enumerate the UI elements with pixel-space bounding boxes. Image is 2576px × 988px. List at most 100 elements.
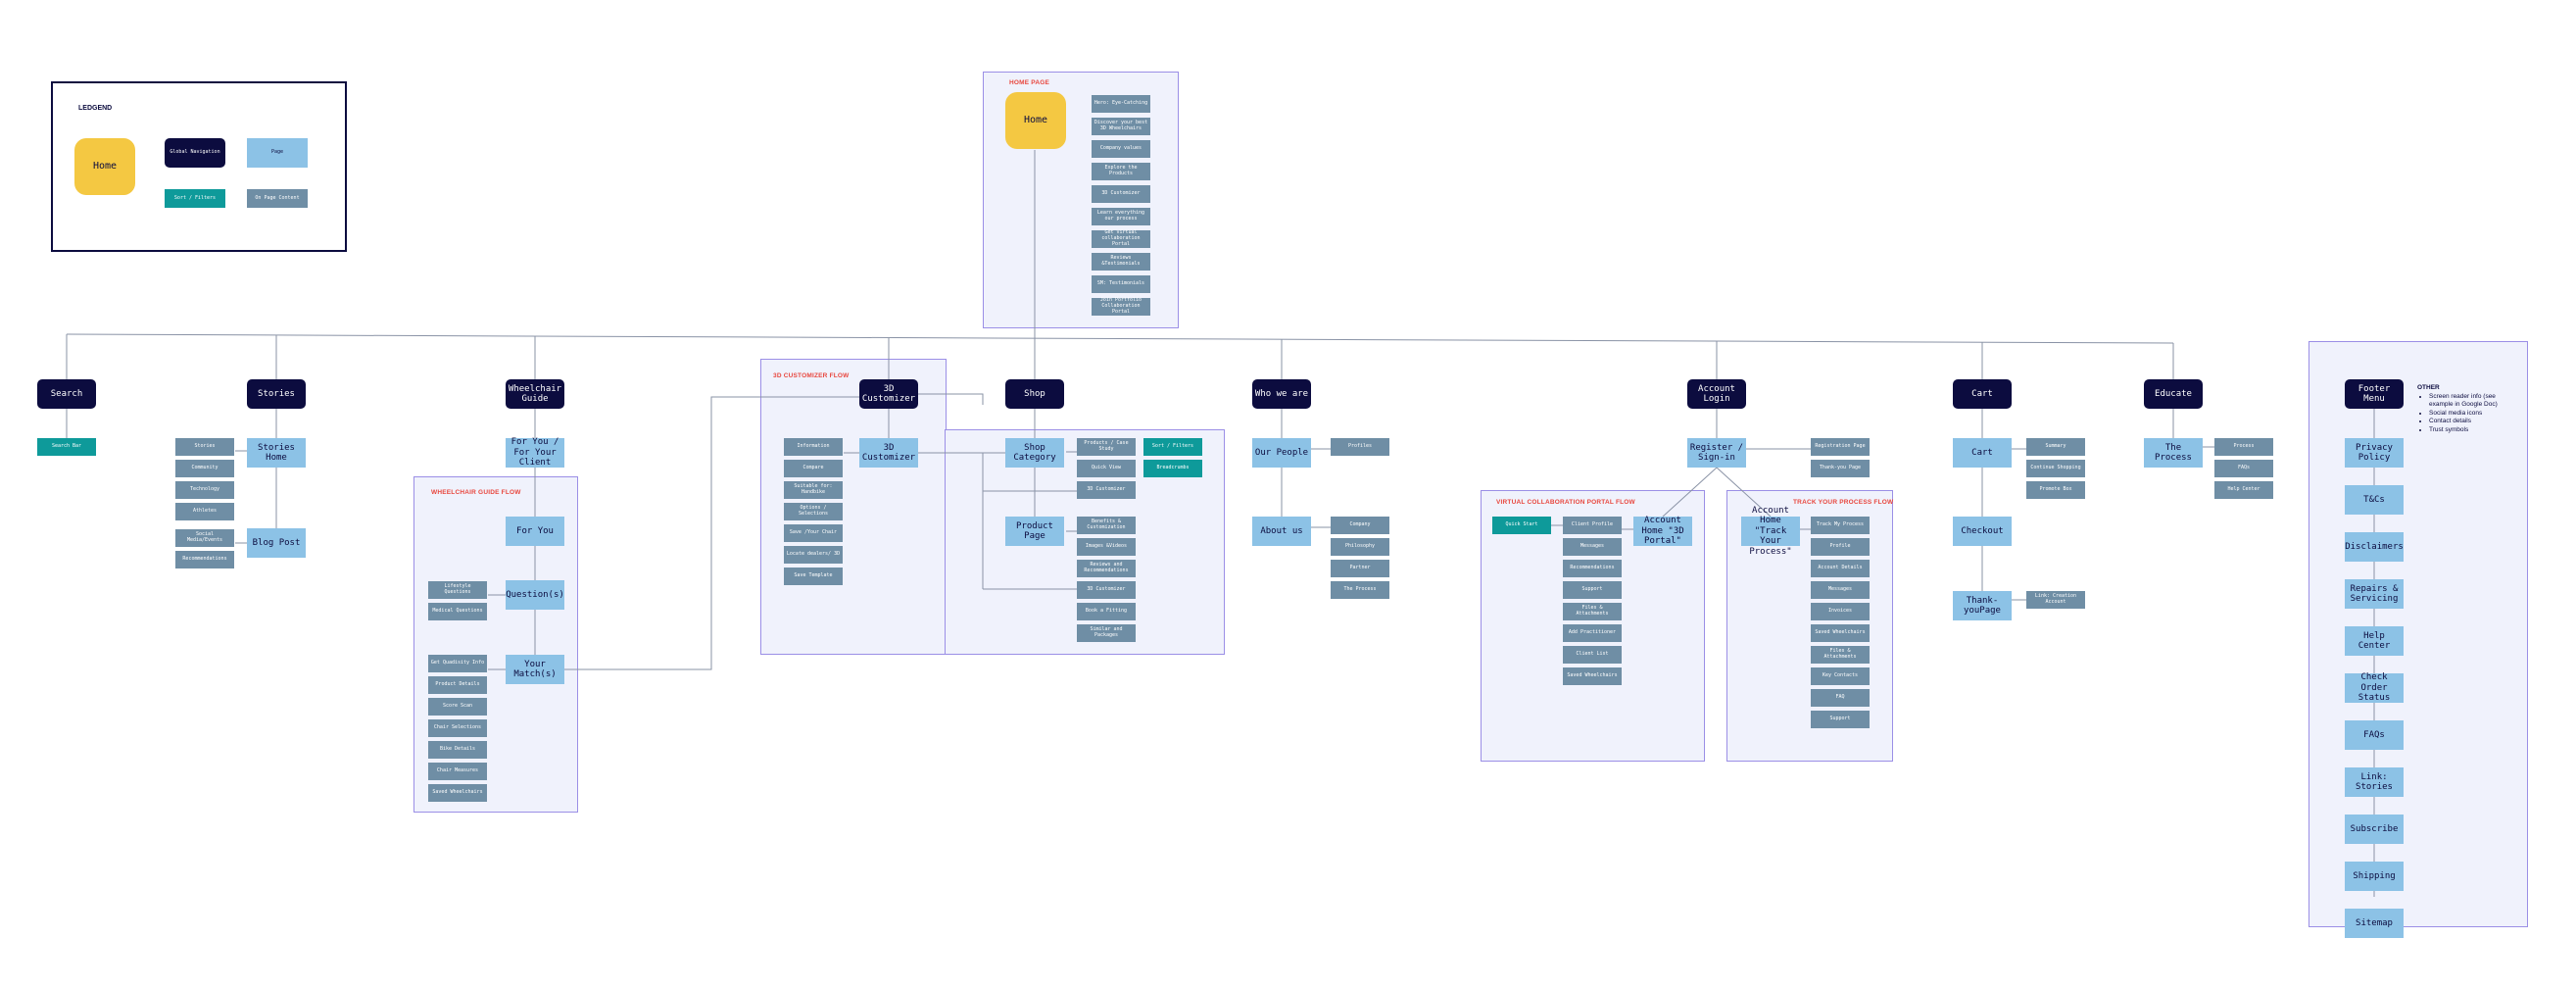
nav-stories[interactable]: Stories — [247, 379, 306, 409]
questions-page[interactable]: Question(s) — [506, 580, 564, 610]
blog-post-item: Social Media/Events — [175, 529, 234, 547]
about-us-item: Partner — [1331, 560, 1389, 577]
home-section-item: Company values — [1092, 140, 1150, 158]
shop-sort-filters[interactable]: Sort / Filters — [1143, 438, 1202, 456]
for-you-page[interactable]: For You — [506, 517, 564, 546]
footer-link-page[interactable]: Privacy Policy — [2345, 438, 2404, 468]
our-people-page[interactable]: Our People — [1252, 438, 1311, 468]
account-home-vcp-page[interactable]: Account Home "3D Portal" — [1633, 516, 1692, 546]
track-process-item: Invoices — [1811, 603, 1870, 620]
stories-home-item: Community — [175, 460, 234, 477]
nav-3d-customizer[interactable]: 3D Customizer — [859, 379, 918, 409]
footer-link-page[interactable]: Repairs & Servicing — [2345, 579, 2404, 609]
legend-on-page-content-swatch: On Page Content — [247, 189, 308, 208]
product-page-item: Benefits & Customization — [1077, 517, 1136, 534]
cart-item: Promote Box — [2026, 481, 2085, 499]
vcp-portal-item: Client Profile — [1563, 517, 1622, 534]
product-page-item: Images &Videos — [1077, 538, 1136, 556]
match-item: Product Details — [428, 676, 487, 694]
shop-breadcrumbs[interactable]: Breadcrumbs — [1143, 460, 1202, 477]
home-page-region-label: HOME PAGE — [1009, 79, 1050, 86]
track-process-item: Files & Attachments — [1811, 646, 1870, 664]
legend-panel: LEDGEND Home Global Navigation Page Sort… — [51, 81, 347, 252]
nav-cart[interactable]: Cart — [1953, 379, 2012, 409]
for-you-client-page[interactable]: For You / For Your Client — [506, 437, 564, 468]
register-item: Thank-you Page — [1811, 460, 1870, 477]
other-notes: OTHER Screen reader info (see example in… — [2417, 384, 2515, 435]
account-home-track-page[interactable]: Account Home "Track Your Process" — [1741, 506, 1800, 557]
footer-link-page[interactable]: Sitemap — [2345, 909, 2404, 938]
about-us-page[interactable]: About us — [1252, 517, 1311, 546]
shop-category-item: 3D Customizer — [1077, 481, 1136, 499]
home-section-item: SM: Testimonials — [1092, 275, 1150, 293]
vcp-flow-region-label: VIRTUAL COLLABORATION PORTAL FLOW — [1496, 499, 1635, 506]
home-section-item: Hero: Eye-Catching — [1092, 95, 1150, 113]
footer-link-page[interactable]: Subscribe — [2345, 815, 2404, 844]
customizer-item: Save Template — [784, 568, 843, 585]
register-signin-page[interactable]: Register / Sign-in — [1687, 438, 1746, 468]
customizer-item: Options / Selections — [784, 503, 843, 520]
educate-item: Process — [2214, 438, 2273, 456]
product-page-item: Book a Fitting — [1077, 603, 1136, 620]
shop-category-page[interactable]: Shop Category — [1005, 438, 1064, 468]
match-item: Chair Measures — [428, 763, 487, 780]
track-process-item: Saved Wheelchairs — [1811, 624, 1870, 642]
nav-educate[interactable]: Educate — [2144, 379, 2203, 409]
nav-account-login[interactable]: Account Login — [1687, 379, 1746, 409]
vcp-portal-item: Add Practitioner — [1563, 624, 1622, 642]
legend-page-swatch: Page — [247, 138, 308, 168]
other-list: Screen reader info (see example in Googl… — [2417, 393, 2515, 434]
nav-wheelchair-guide[interactable]: Wheelchair Guide — [506, 379, 564, 409]
home-section-item: Discover your best 3D Wheelchairs — [1092, 118, 1150, 135]
thank-you-page[interactable]: Thank-youPage — [1953, 591, 2012, 620]
home-section-item: Join Portfolio Collaboration Portal — [1092, 298, 1150, 316]
product-page-item: Similar and Packages — [1077, 624, 1136, 642]
vcp-portal-item: Recommendations — [1563, 560, 1622, 577]
the-process-page[interactable]: The Process — [2144, 438, 2203, 468]
other-item: Social media icons — [2429, 410, 2515, 418]
stories-home-item: Stories — [175, 438, 234, 456]
about-us-item: Company — [1331, 517, 1389, 534]
match-item: Chair Selections — [428, 719, 487, 737]
home-node[interactable]: Home — [1005, 92, 1066, 149]
nav-who-we-are[interactable]: Who we are — [1252, 379, 1311, 409]
track-process-item: Track My Process — [1811, 517, 1870, 534]
footer-link-page[interactable]: Disclaimers — [2345, 532, 2404, 562]
search-bar-filter[interactable]: Search Bar — [37, 438, 96, 456]
customizer-item: Information — [784, 438, 843, 456]
other-item: Screen reader info (see example in Googl… — [2429, 393, 2515, 409]
nav-footer-menu[interactable]: Footer Menu — [2345, 379, 2404, 409]
stories-home-item: Athletes — [175, 503, 234, 520]
legend-home-swatch: Home — [74, 138, 135, 195]
footer-link-page[interactable]: Help Center — [2345, 626, 2404, 656]
vcp-portal-item: Support — [1563, 581, 1622, 599]
footer-link-page[interactable]: FAQs — [2345, 720, 2404, 750]
nav-shop[interactable]: Shop — [1005, 379, 1064, 409]
your-match-page[interactable]: Your Match(s) — [506, 655, 564, 684]
footer-link-page[interactable]: Shipping — [2345, 862, 2404, 891]
home-section-item: Explore the Products — [1092, 163, 1150, 180]
match-item: Saved Wheelchairs — [428, 784, 487, 802]
blog-post-page[interactable]: Blog Post — [247, 528, 306, 558]
vcp-portal-item: Saved Wheelchairs — [1563, 667, 1622, 685]
legend-global-nav-swatch: Global Navigation — [165, 138, 225, 168]
track-flow-region-label: TRACK YOUR PROCESS FLOW — [1793, 499, 1894, 506]
footer-link-page[interactable]: Link: Stories — [2345, 767, 2404, 797]
vcp-portal-item: Client List — [1563, 646, 1622, 664]
quick-start-button[interactable]: Quick Start — [1492, 517, 1551, 534]
3d-customizer-page[interactable]: 3D Customizer — [859, 438, 918, 468]
match-item: Score Scan — [428, 698, 487, 716]
cart-item: Summary — [2026, 438, 2085, 456]
cart-page[interactable]: Cart — [1953, 438, 2012, 468]
nav-search[interactable]: Search — [37, 379, 96, 409]
track-process-item: Messages — [1811, 581, 1870, 599]
track-process-item: Key Contacts — [1811, 667, 1870, 685]
legend-sort-filters-swatch: Sort / Filters — [165, 189, 225, 208]
stories-home-page[interactable]: Stories Home — [247, 438, 306, 468]
footer-link-page[interactable]: T&Cs — [2345, 485, 2404, 515]
footer-link-page[interactable]: Check Order Status — [2345, 672, 2404, 703]
checkout-page[interactable]: Checkout — [1953, 517, 2012, 546]
track-process-item: Account Details — [1811, 560, 1870, 577]
product-page[interactable]: Product Page — [1005, 517, 1064, 546]
